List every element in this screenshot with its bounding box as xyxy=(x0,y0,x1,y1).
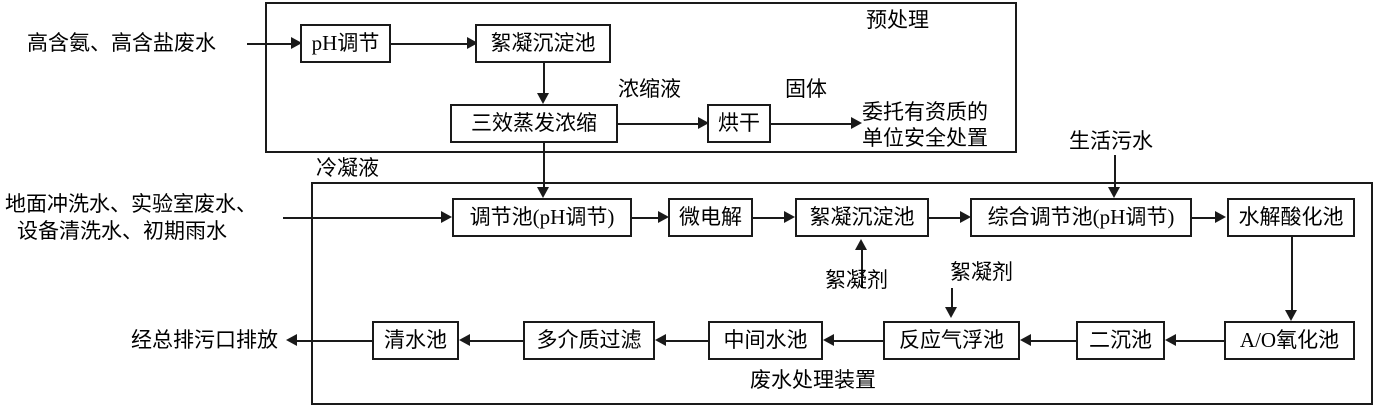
edge-multimedia-filter-to-clean-water-tank xyxy=(470,340,523,342)
arrowhead-clean-water-tank-to-discharge xyxy=(286,334,297,346)
node-regulating-tank-ph[interactable]: 调节池(pH调节) xyxy=(452,198,632,237)
arrowhead-regulating-tank-to-micro-electrolysis xyxy=(658,211,669,223)
label-flocculant-2: 絮凝剂 xyxy=(950,260,1013,284)
edge-evaporation-to-regulating-tank xyxy=(543,143,545,191)
edge-regulating-tank-to-micro-electrolysis xyxy=(632,217,662,219)
node-ao-oxidation-tank[interactable]: A/O氧化池 xyxy=(1224,321,1355,360)
input-domestic-sewage-label: 生活污水 xyxy=(1069,129,1153,153)
edge-high-ammonia-to-ph xyxy=(247,43,293,45)
arrowhead-ph-to-floc-sed-1 xyxy=(467,37,478,49)
arrowhead-floc-sed-1-to-evaporation xyxy=(537,93,549,104)
node-triple-effect-evaporation[interactable]: 三效蒸发浓缩 xyxy=(450,104,618,143)
node-hydrolysis-acidification-tank[interactable]: 水解酸化池 xyxy=(1227,198,1355,237)
arrowhead-flocculant-2-to-air-flotation xyxy=(945,307,957,318)
edge-floc-sed-1-to-evaporation xyxy=(543,63,545,97)
arrowhead-misc-inputs-to-regulating-tank xyxy=(441,211,452,223)
node-secondary-sedimentation-tank[interactable]: 二沉池 xyxy=(1076,321,1165,360)
edge-evaporation-to-drying xyxy=(618,123,700,125)
edge-ph-to-floc-sed-1 xyxy=(391,43,469,45)
edge-micro-electrolysis-to-floc-sed-2 xyxy=(753,217,788,219)
edge-domestic-sewage-to-comprehensive-tank xyxy=(1114,155,1116,191)
node-intermediate-water-tank[interactable]: 中间水池 xyxy=(708,321,823,360)
output-disposal-line1: 委托有资质的 xyxy=(862,100,988,124)
arrowhead-secondary-sed-to-air-flotation xyxy=(1020,334,1031,346)
arrowhead-domestic-sewage-to-comprehensive-tank xyxy=(1108,187,1120,198)
edge-comprehensive-tank-to-hydrolysis xyxy=(1192,217,1218,219)
node-comprehensive-regulating-tank-ph[interactable]: 综合调节池(pH调节) xyxy=(970,198,1192,237)
input-misc-line1: 地面冲洗水、实验室废水、 xyxy=(5,192,257,216)
edge-secondary-sed-to-air-flotation xyxy=(1031,340,1076,342)
arrowhead-comprehensive-tank-to-hydrolysis xyxy=(1215,211,1226,223)
arrowhead-multimedia-filter-to-clean-water-tank xyxy=(459,334,470,346)
node-ph-adjust[interactable]: pH调节 xyxy=(300,24,391,63)
label-solid: 固体 xyxy=(785,77,827,101)
edge-hydrolysis-to-ao-oxidation xyxy=(1291,237,1293,314)
arrowhead-hydrolysis-to-ao-oxidation xyxy=(1285,310,1297,321)
node-clean-water-tank[interactable]: 清水池 xyxy=(372,321,459,360)
group-pretreatment-label: 预处理 xyxy=(866,8,929,32)
group-wastewater-plant-label: 废水处理装置 xyxy=(750,368,876,392)
edge-floc-sed-2-to-comprehensive-tank xyxy=(929,217,964,219)
label-flocculant-1: 絮凝剂 xyxy=(825,268,888,292)
edge-misc-inputs-to-regulating-tank xyxy=(283,217,443,219)
arrowhead-air-flotation-to-intermediate-tank xyxy=(823,334,834,346)
arrowhead-ao-oxidation-to-secondary-sed xyxy=(1165,334,1176,346)
node-reaction-air-flotation-tank[interactable]: 反应气浮池 xyxy=(883,321,1020,360)
group-wastewater-plant xyxy=(311,182,1373,405)
edge-intermediate-tank-to-multimedia-filter xyxy=(666,340,708,342)
label-condensate: 冷凝液 xyxy=(316,156,379,180)
arrowhead-floc-sed-2-to-comprehensive-tank xyxy=(960,211,971,223)
arrowhead-micro-electrolysis-to-floc-sed-2 xyxy=(784,211,795,223)
input-misc-line2: 设备清洗水、初期雨水 xyxy=(17,219,227,243)
edge-air-flotation-to-intermediate-tank xyxy=(834,340,883,342)
node-multimedia-filter[interactable]: 多介质过滤 xyxy=(523,321,655,360)
arrowhead-high-ammonia-to-ph xyxy=(291,37,302,49)
input-high-ammonia-label: 高含氨、高含盐废水 xyxy=(27,31,216,55)
edge-drying-to-disposal xyxy=(771,123,853,125)
edge-flocculant-1-to-floc-sed-2 xyxy=(861,250,863,288)
edge-flocculant-2-to-air-flotation xyxy=(951,288,953,310)
arrowhead-evaporation-to-drying xyxy=(698,117,709,129)
node-drying[interactable]: 烘干 xyxy=(707,104,771,143)
label-concentrate: 浓缩液 xyxy=(618,77,681,101)
output-discharge-label: 经总排污口排放 xyxy=(131,328,278,352)
arrowhead-drying-to-disposal xyxy=(851,117,862,129)
arrowhead-intermediate-tank-to-multimedia-filter xyxy=(655,334,666,346)
arrowhead-condensate-to-regulating-tank xyxy=(537,187,549,198)
output-disposal-line2: 单位安全处置 xyxy=(862,126,988,150)
edge-ao-oxidation-to-secondary-sed xyxy=(1176,340,1224,342)
group-pretreatment xyxy=(265,2,1017,153)
node-micro-electrolysis[interactable]: 微电解 xyxy=(668,198,753,237)
node-floc-sed-tank-1[interactable]: 絮凝沉淀池 xyxy=(475,24,611,63)
arrowhead-flocculant-1-to-floc-sed-2 xyxy=(855,239,867,250)
edge-clean-water-tank-to-discharge xyxy=(297,340,372,342)
node-floc-sed-tank-2[interactable]: 絮凝沉淀池 xyxy=(795,198,929,237)
